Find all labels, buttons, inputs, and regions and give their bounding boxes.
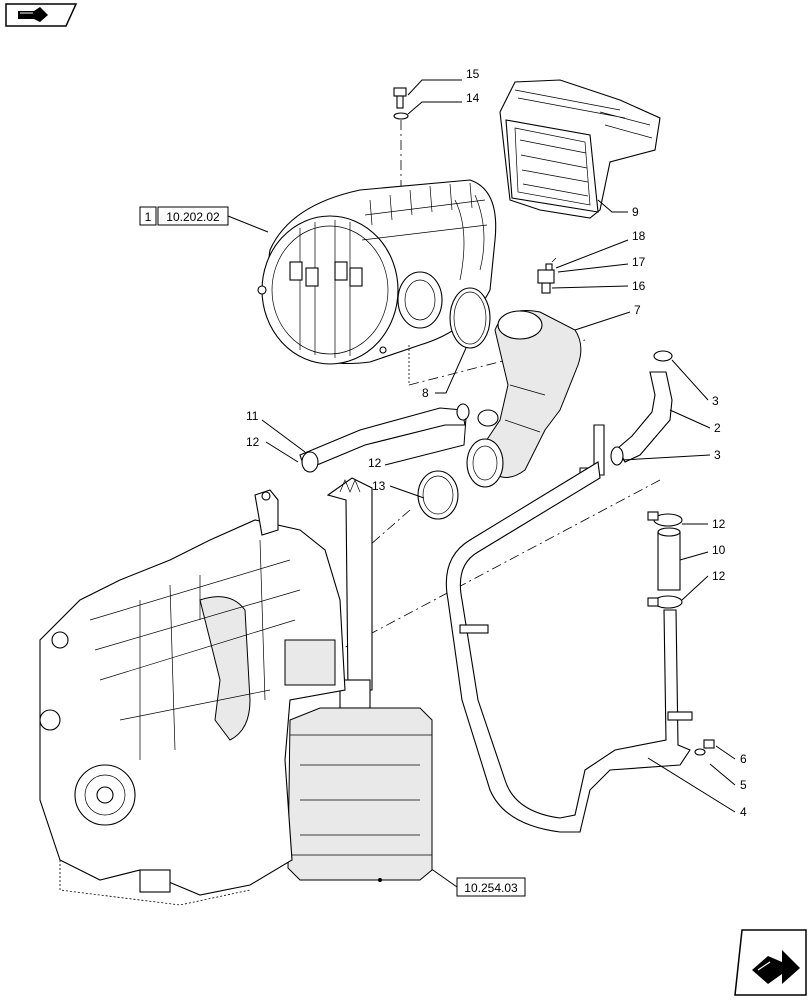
hose-part-10 xyxy=(647,511,683,609)
washer-part xyxy=(393,112,409,120)
callout-group: 15 14 9 18 17 16 7 8 3 2 3 11 12 12 13 1… xyxy=(246,67,747,819)
restriction-sensor-part xyxy=(537,257,557,294)
callout-label: 11 xyxy=(246,409,259,423)
precleaner-part xyxy=(499,79,661,219)
bolt-part xyxy=(393,87,407,109)
forward-arrow-icon xyxy=(752,950,800,984)
callout-label: 16 xyxy=(632,279,646,293)
reference-index: 1 xyxy=(145,210,152,224)
forward-nav-button[interactable] xyxy=(734,929,807,996)
bolt-part-6 xyxy=(694,739,715,756)
hose-part-2 xyxy=(610,350,673,466)
callout-label: 3 xyxy=(712,394,719,408)
callout-label: 12 xyxy=(712,517,726,531)
callout-label: 10 xyxy=(712,543,726,557)
callout-label: 3 xyxy=(714,448,721,462)
callout-label: 8 xyxy=(422,386,429,400)
air-cleaner-assembly xyxy=(257,179,497,365)
muffler-part xyxy=(287,707,433,882)
callout-label: 7 xyxy=(634,303,641,317)
back-arrow-icon xyxy=(18,7,48,22)
clamp-part-13 xyxy=(417,470,459,520)
intake-elbow-part xyxy=(466,310,582,488)
engine-part xyxy=(39,489,346,906)
callout-label: 17 xyxy=(632,255,646,269)
callout-label: 15 xyxy=(466,67,480,81)
callout-label: 6 xyxy=(740,752,747,766)
callout-label: 4 xyxy=(740,805,747,819)
callout-label: 13 xyxy=(372,479,386,493)
air-cleaner-reference[interactable]: 1 10.202.02 xyxy=(139,206,269,233)
back-nav-button[interactable] xyxy=(5,3,78,27)
callout-label: 12 xyxy=(246,435,260,449)
callout-label: 12 xyxy=(712,569,726,583)
callout-label: 9 xyxy=(632,205,639,219)
tube-part-4 xyxy=(445,461,693,833)
muffler-reference[interactable]: 10.254.03 xyxy=(429,867,526,897)
reference-code: 10.254.03 xyxy=(464,881,518,895)
callout-label: 12 xyxy=(368,456,382,470)
reference-code: 10.202.02 xyxy=(166,210,220,224)
clamp-part-8 xyxy=(449,287,491,349)
callout-label: 2 xyxy=(714,421,721,435)
callout-label: 5 xyxy=(740,778,747,792)
callout-label: 14 xyxy=(466,91,480,105)
callout-label: 18 xyxy=(632,229,646,243)
